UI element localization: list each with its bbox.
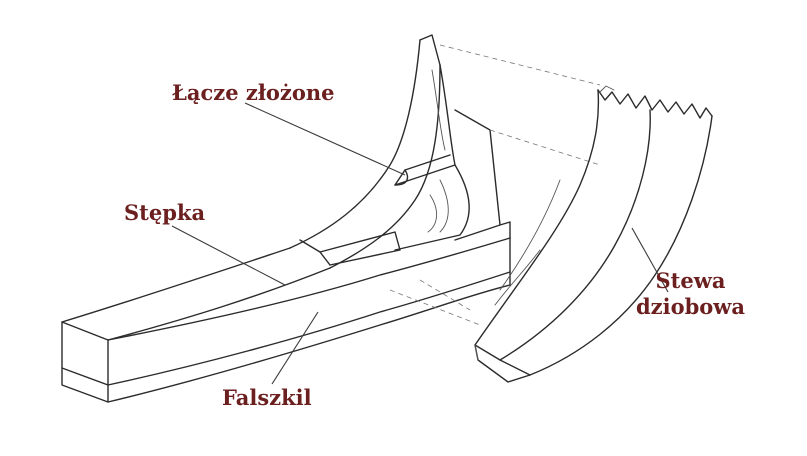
leader-keel (171, 225, 286, 286)
compound-joint-label: Łącze złożone (172, 80, 335, 105)
keel-body (61, 34, 511, 386)
stem-label-line2: dziobowa (636, 294, 745, 319)
false-keel (61, 237, 511, 403)
stem-label: Stewa dziobowa (636, 268, 745, 320)
leader-lines (171, 102, 669, 385)
alignment-guides (389, 44, 601, 326)
stem-label-line1: Stewa (655, 268, 726, 293)
leader-false-keel (271, 311, 319, 385)
false-keel-label: Falszkil (222, 385, 312, 410)
leader-compound-joint (244, 102, 406, 176)
leader-stem (631, 227, 669, 293)
stem-piece (474, 85, 713, 383)
keel-label: Stępka (124, 200, 206, 225)
